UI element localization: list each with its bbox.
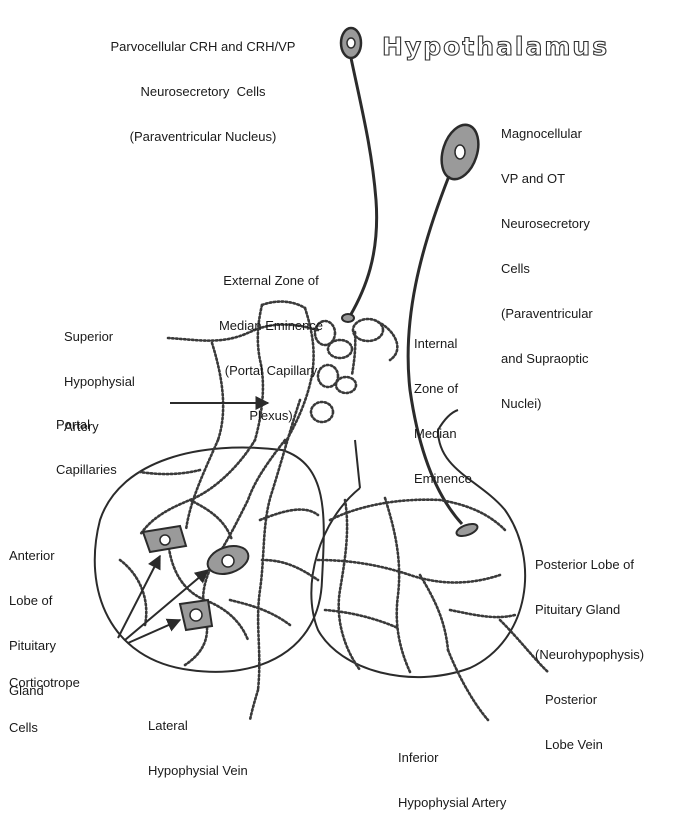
anterior-sinusoid [262, 560, 318, 580]
vessel-branch [378, 322, 397, 360]
vessel-branch [352, 332, 355, 375]
label-line: Hypophysial Vein [148, 763, 248, 778]
inferior-artery-label: Inferior Hypophysial Artery [398, 720, 506, 825]
posterior-vessel [325, 610, 398, 628]
label-line: (Paraventricular [501, 306, 593, 321]
label-line: Lateral [148, 718, 248, 733]
label-line: Superior [64, 329, 135, 344]
diagram-title: Hypothalamus [382, 32, 609, 61]
corticotrope-cell [204, 541, 252, 579]
posterior-vessel [330, 500, 505, 530]
label-line: Internal [414, 336, 472, 351]
posterior-vessel [339, 500, 360, 670]
label-line: Posterior [545, 692, 603, 707]
corticotrope-arrow [118, 556, 160, 638]
lateral-vein [250, 690, 258, 720]
portal-vein [186, 440, 218, 530]
anterior-sinusoid [230, 600, 290, 625]
label-line: (Portal Capillary [196, 363, 346, 378]
label-line: Hypophysial Artery [398, 795, 506, 810]
label-line: Median Eminence [196, 318, 346, 333]
lateral-vein-label: Lateral Hypophysial Vein [148, 688, 248, 793]
magnocellular-nucleus [455, 145, 465, 159]
posterior-vessel [450, 610, 515, 617]
posterior-stalk-line-left [355, 440, 360, 488]
posterior-vessel [385, 498, 410, 672]
corticotrope-cell [180, 600, 212, 630]
label-line: Parvocellular CRH and CRH/VP [66, 39, 340, 54]
portal-capillaries-label: Portal Capillaries [56, 387, 117, 492]
label-line: External Zone of [196, 273, 346, 288]
label-line: Cells [501, 261, 593, 276]
label-line: Corticotrope [9, 675, 80, 690]
label-line: Cells [9, 720, 80, 735]
parvocellular-axon [350, 58, 377, 316]
label-line: Magnocellular [501, 126, 593, 141]
corticotrope-cell [143, 526, 186, 552]
label-line: Median [414, 426, 472, 441]
label-line: Plexus) [196, 408, 346, 423]
label-line: and Supraoptic [501, 351, 593, 366]
parvocellular-nucleus [347, 38, 355, 48]
internal-zone-label: Internal Zone of Median Eminence [414, 306, 472, 501]
label-line: Portal [56, 417, 117, 432]
label-line: VP and OT [501, 171, 593, 186]
label-line: Lobe Vein [545, 737, 603, 752]
posterior-vein-label: Posterior Lobe Vein [545, 662, 603, 767]
label-line: Neurosecretory Cells [66, 84, 340, 99]
label-line: Pituitary Gland [535, 602, 644, 617]
magnocellular-label: Magnocellular VP and OT Neurosecretory C… [501, 96, 593, 426]
label-line: (Paraventricular Nucleus) [66, 129, 340, 144]
corticotrope-label: Corticotrope Cells [9, 645, 80, 750]
label-line: Zone of [414, 381, 472, 396]
label-line: Capillaries [56, 462, 117, 477]
label-line: Posterior Lobe of [535, 557, 644, 572]
parvocellular-neuron [341, 28, 377, 322]
label-line: Inferior [398, 750, 506, 765]
label-line: (Neurohypophysis) [535, 647, 644, 662]
label-line: Anterior [9, 548, 56, 563]
portal-vein [218, 440, 285, 555]
magnocellular-axon-terminal [455, 522, 479, 539]
parvocellular-label: Parvocellular CRH and CRH/VP Neurosecret… [66, 9, 340, 159]
label-line: Nuclei) [501, 396, 593, 411]
anterior-sinusoid [190, 500, 232, 540]
portal-vein [140, 470, 200, 474]
label-line: Eminence [414, 471, 472, 486]
posterior-lobe-label: Posterior Lobe of Pituitary Gland (Neuro… [535, 527, 644, 677]
posterior-vessel [420, 575, 448, 650]
label-line: Lobe of [9, 593, 56, 608]
external-zone-label: External Zone of Median Eminence (Portal… [196, 243, 346, 438]
label-line: Neurosecretory [501, 216, 593, 231]
anterior-sinusoid [260, 510, 318, 520]
